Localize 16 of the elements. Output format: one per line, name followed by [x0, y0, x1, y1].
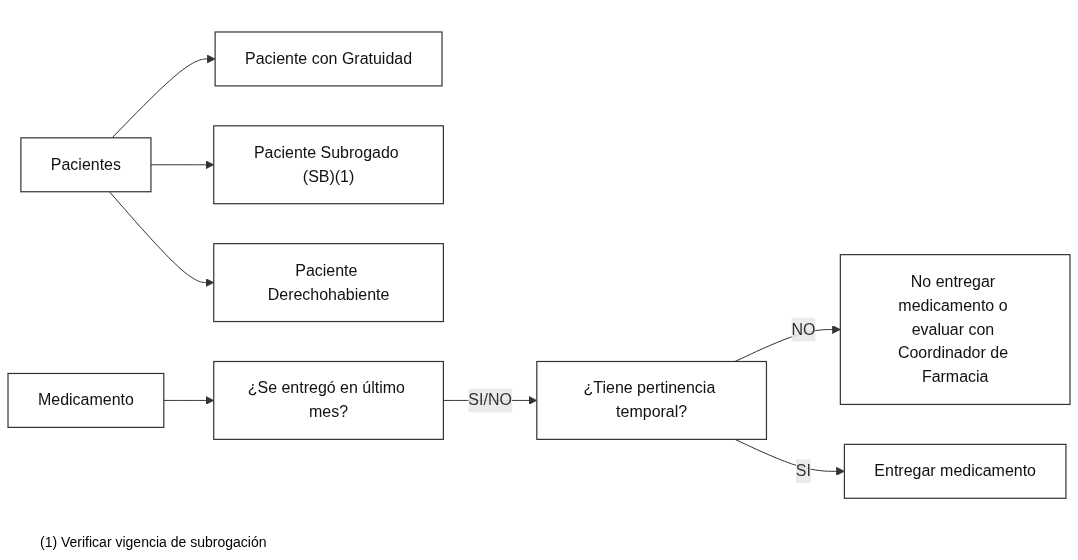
node-box: Pacientes	[20, 137, 152, 193]
node-box: No entregar medicamento o evaluar con Coordinador de Farmacia	[839, 253, 1071, 405]
node-box: Paciente Derechohabiente	[213, 242, 444, 322]
node-box: ¿Se entregó en último mes?	[213, 360, 444, 440]
footnote: (1) Verificar vigencia de subrogación	[40, 534, 268, 550]
node-box: ¿Tiene pertinencia temporal?	[536, 360, 768, 440]
edge-label: SI	[795, 462, 811, 480]
arrow	[734, 325, 841, 362]
arrow	[111, 54, 216, 139]
node-box: Paciente Subrogado (SB)(1)	[213, 125, 444, 205]
arrow	[734, 438, 845, 476]
node-box: Medicamento	[7, 372, 165, 428]
node-box: Entregar medicamento	[843, 443, 1067, 499]
edge-label: NO	[791, 320, 816, 338]
edge-label: SI/NO	[468, 391, 512, 409]
node-box: Paciente con Gratuidad	[214, 31, 443, 87]
